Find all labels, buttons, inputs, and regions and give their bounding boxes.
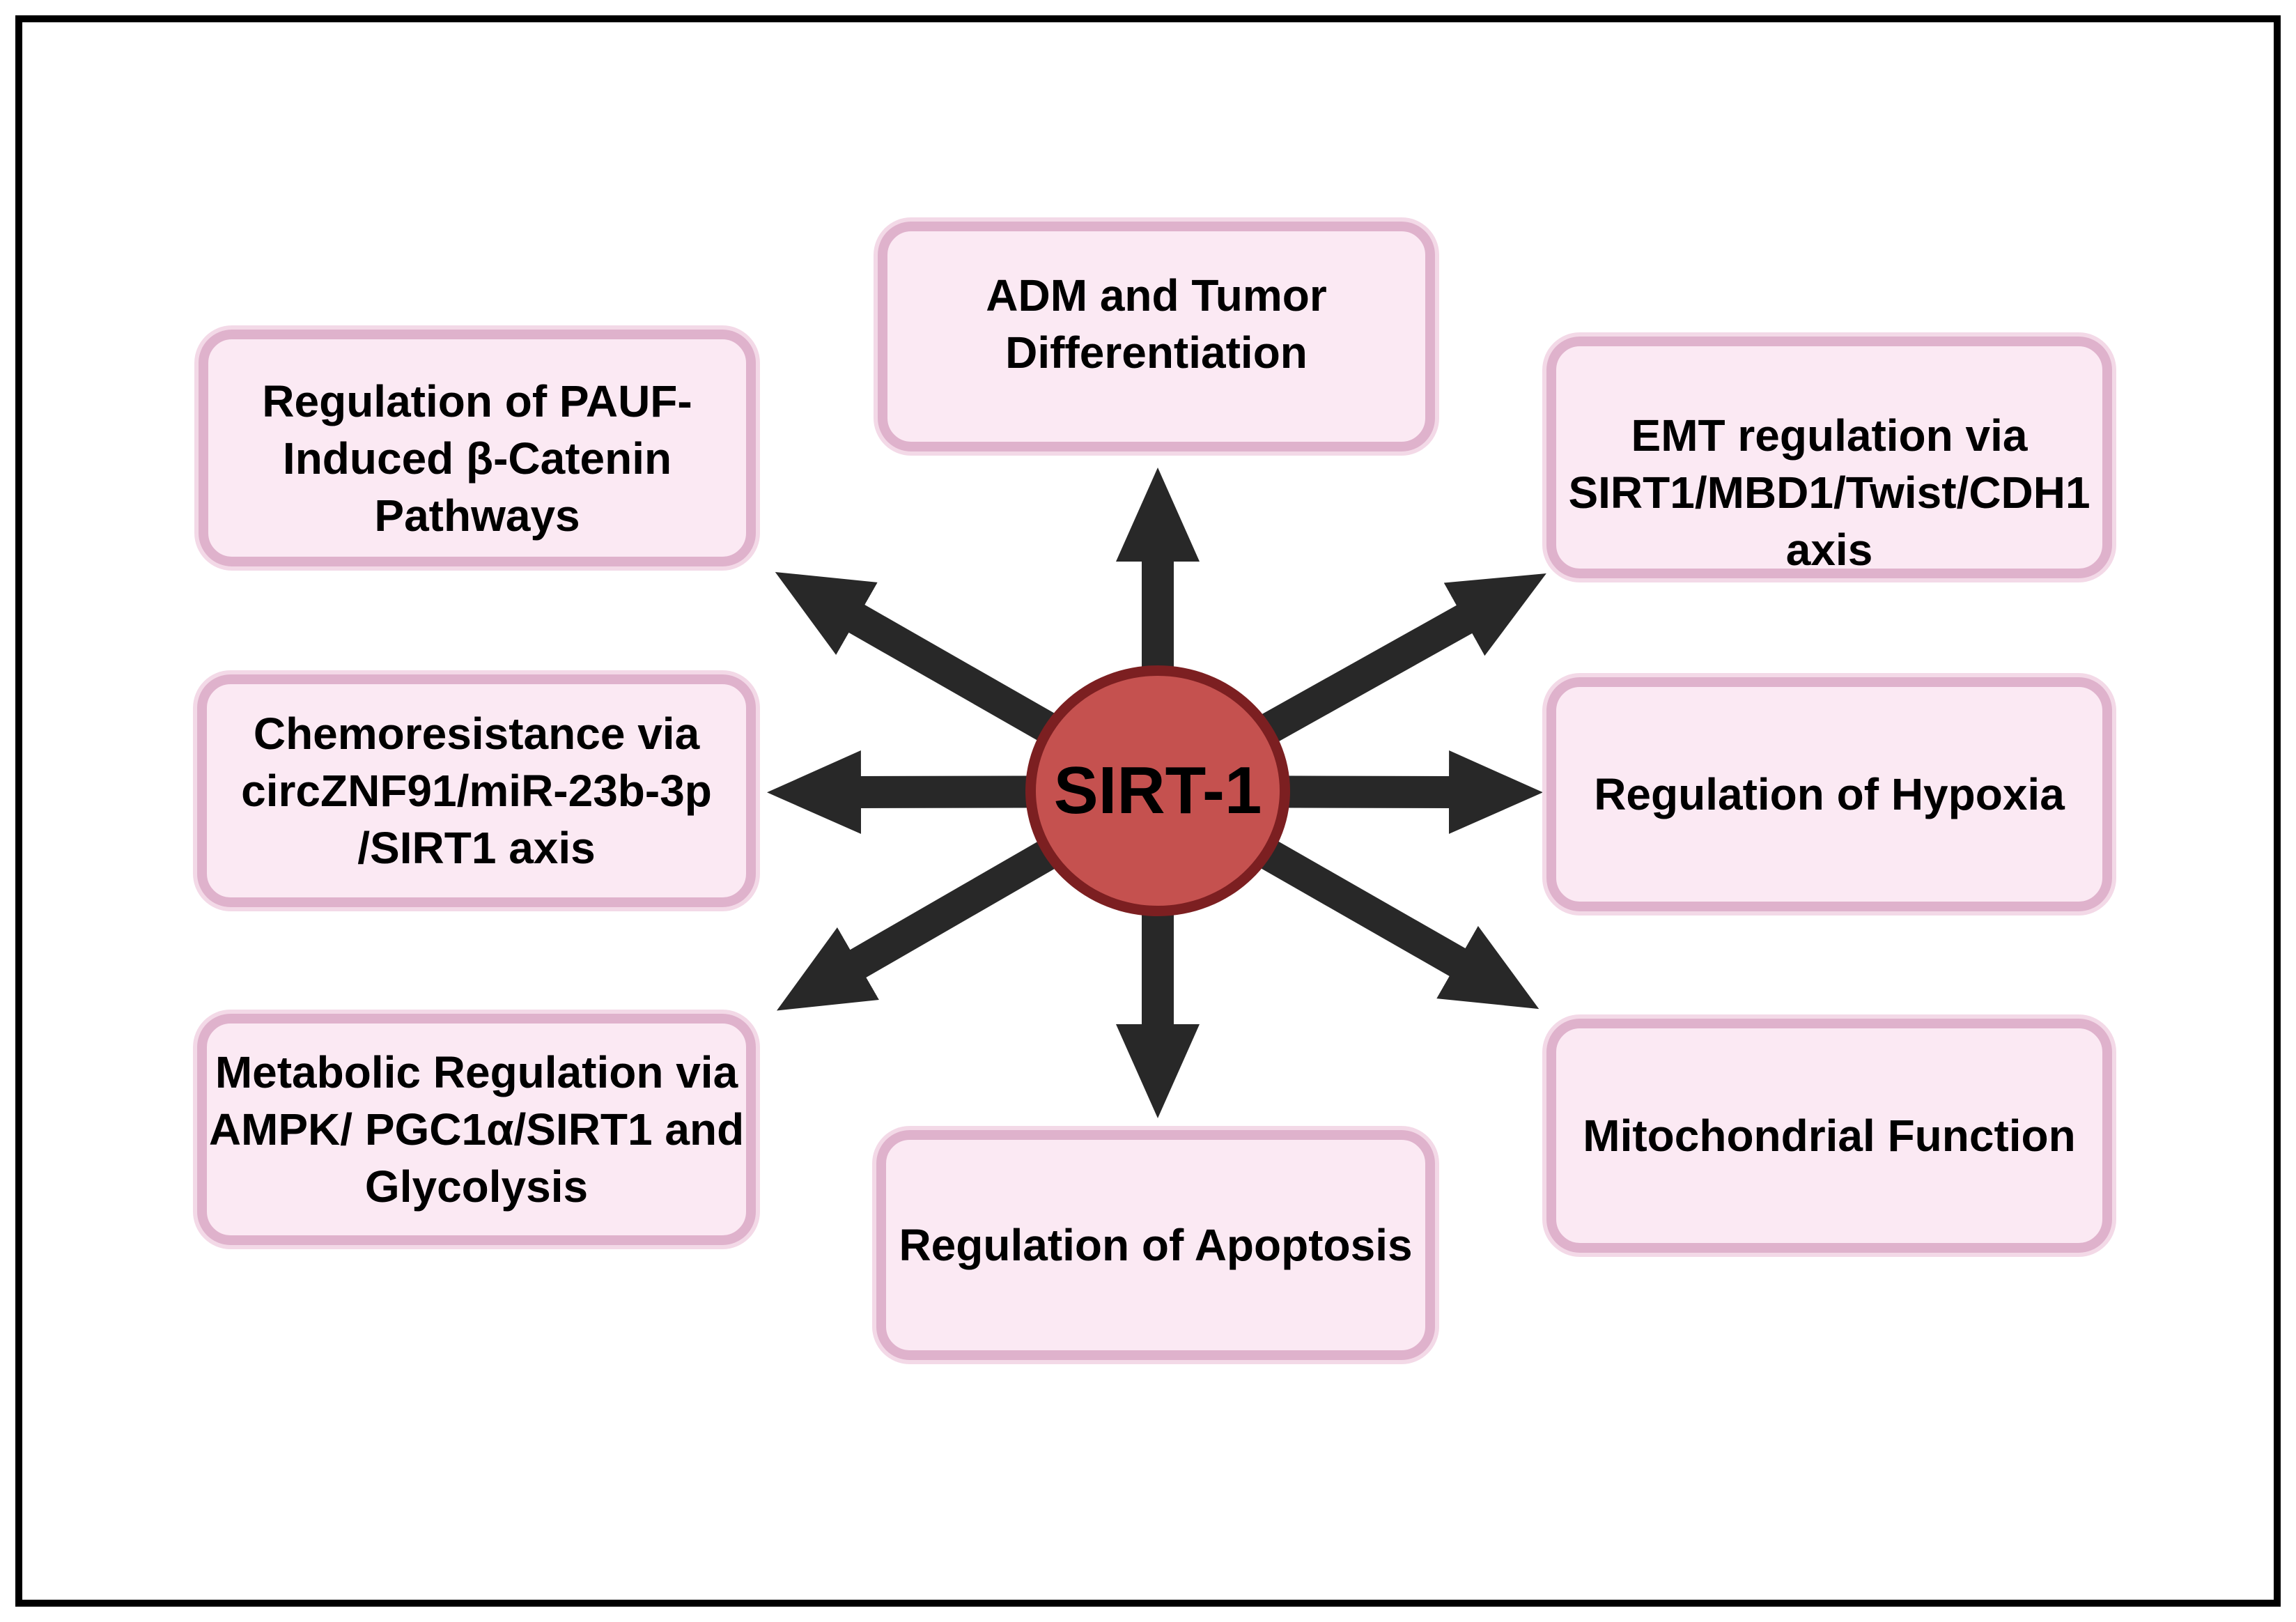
node-label: Mitochondrial Function xyxy=(1583,1111,2076,1161)
node-label: Chemoresistance via circZNF91/miR-23b-3p… xyxy=(241,709,712,873)
node-label: Regulation of Apoptosis xyxy=(899,1220,1413,1270)
node-label: Regulation of PAUF- Induced β-Catenin Pa… xyxy=(262,376,692,541)
node-hypoxia-regulation: Regulation of Hypoxia xyxy=(1546,677,2112,911)
node-metabolic-regulation: Metabolic Regulation via AMPK/ PGC1α/SIR… xyxy=(197,1014,756,1245)
node-apoptosis-regulation: Regulation of Apoptosis xyxy=(876,1130,1435,1360)
center-node-label: SIRT-1 xyxy=(1053,753,1262,828)
node-chemoresistance: Chemoresistance via circZNF91/miR-23b-3p… xyxy=(197,674,756,907)
node-label: EMT regulation via SIRT1/MBD1/Twist/CDH1… xyxy=(1568,410,2091,575)
node-mitochondrial-function: Mitochondrial Function xyxy=(1546,1019,2112,1253)
node-label: Metabolic Regulation via AMPK/ PGC1α/SIR… xyxy=(208,1047,745,1212)
diagram-frame xyxy=(15,15,2281,1607)
node-label: ADM and Tumor Differentiation xyxy=(986,270,1327,378)
node-label: Regulation of Hypoxia xyxy=(1594,769,2065,819)
node-emt-regulation: EMT regulation via SIRT1/MBD1/Twist/CDH1… xyxy=(1546,337,2112,578)
node-pauf-catenin-regulation: Regulation of PAUF- Induced β-Catenin Pa… xyxy=(199,330,756,566)
node-adm-tumor-differentiation: ADM and Tumor Differentiation xyxy=(878,222,1435,451)
center-node-sirt1: SIRT-1 xyxy=(1025,665,1290,916)
